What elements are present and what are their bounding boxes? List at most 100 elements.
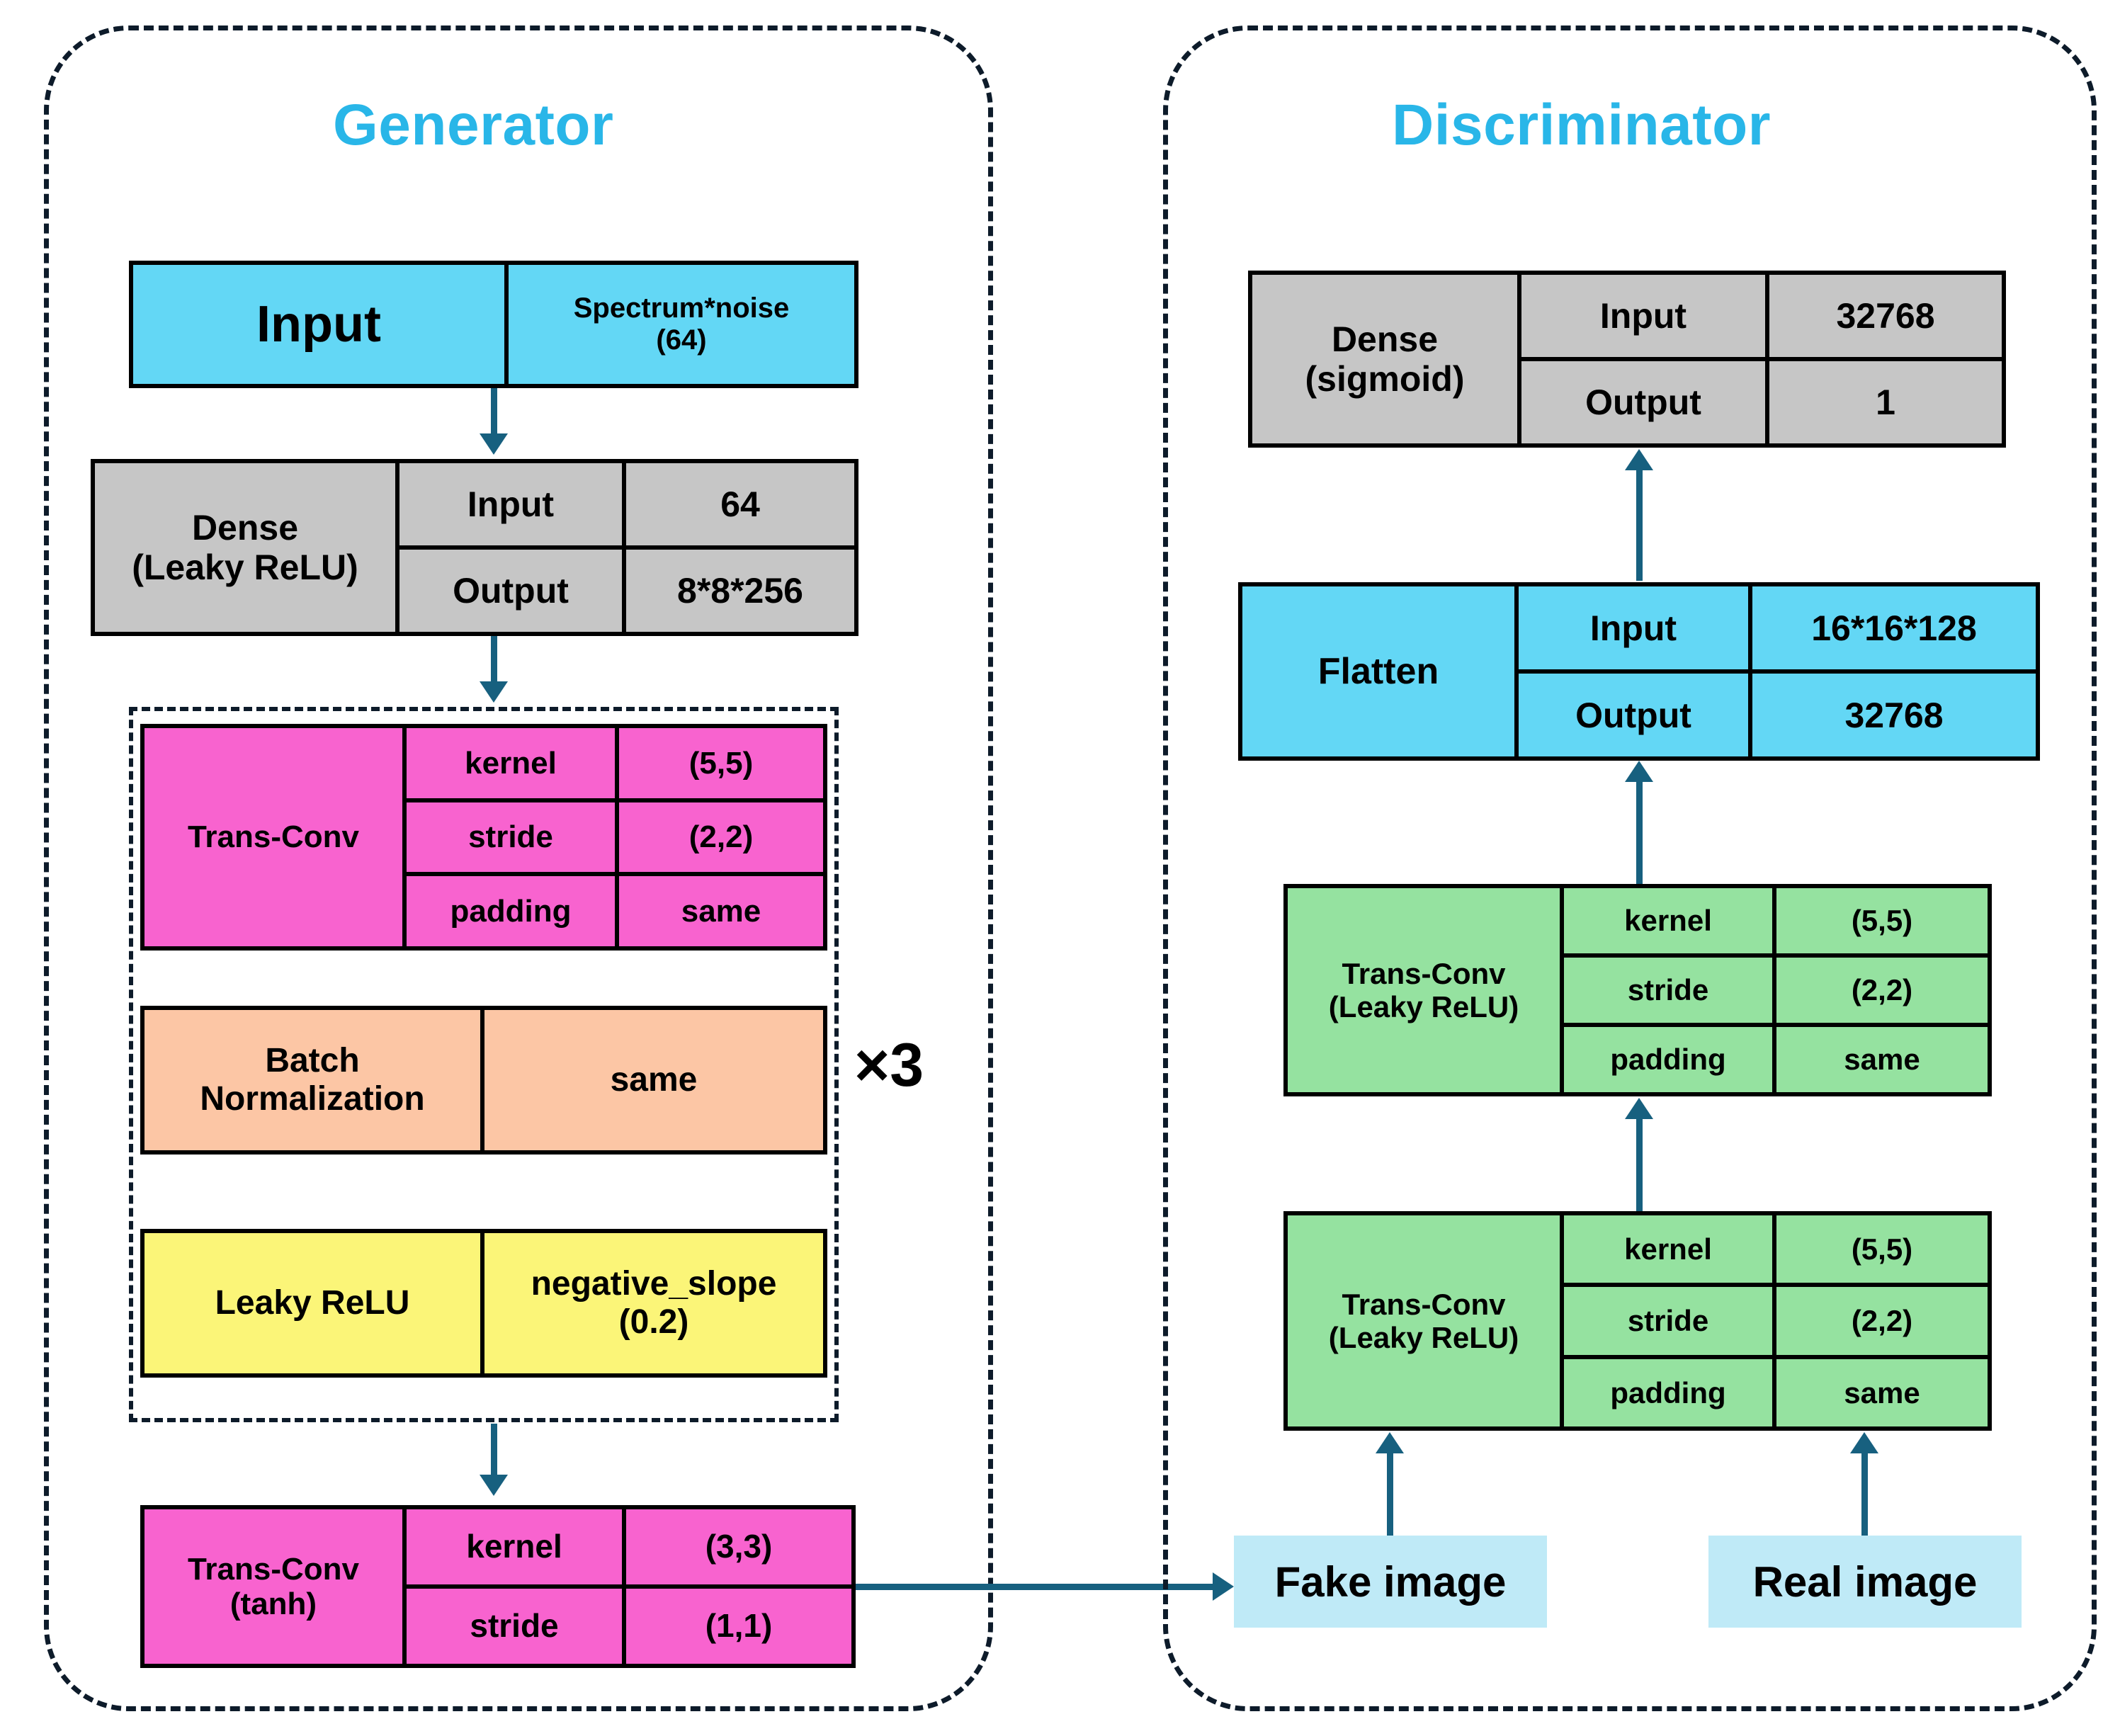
discriminator-trans-conv-2-label: Trans-Conv (Leaky ReLU) (1288, 1215, 1564, 1426)
generator-title: Generator (333, 93, 614, 157)
generator-input-rows: Spectrum*noise (64) (509, 265, 854, 384)
table-row: padding same (1564, 1358, 1988, 1426)
table-row: stride (1,1) (407, 1589, 851, 1664)
table-row: kernel (5,5) (1564, 1215, 1988, 1288)
table-row: kernel (5,5) (1564, 888, 1988, 958)
arrow-head-up-icon (1625, 1098, 1653, 1119)
generator-dense-block: Dense (Leaky ReLU) Input 64 Output 8*8*2… (91, 459, 858, 636)
discriminator-trans-conv-1-label-line1: Trans-Conv (1342, 956, 1506, 990)
table-row: Output 1 (1521, 361, 2002, 443)
table-row: kernel (3,3) (407, 1509, 851, 1589)
row-value: (5,5) (1776, 888, 1988, 953)
generator-batch-norm-rows: same (484, 1010, 823, 1150)
discriminator-dense-label: Dense (sigmoid) (1252, 275, 1521, 443)
row-key: kernel (407, 728, 619, 798)
generator-dense-label-line2: (Leaky ReLU) (132, 548, 358, 587)
generator-leaky-relu-label: Leaky ReLU (144, 1233, 484, 1373)
row-key: Input (1521, 275, 1769, 357)
generator-dense-label: Dense (Leaky ReLU) (95, 463, 399, 632)
generator-leaky-relu-block: Leaky ReLU negative_slope (0.2) (140, 1229, 827, 1378)
generator-input-label: Input (133, 265, 509, 384)
table-row: Input 32768 (1521, 275, 2002, 361)
row-key: stride (407, 1589, 626, 1664)
row-value: same (1776, 1027, 1988, 1092)
arrow-line (491, 636, 497, 686)
arrow-head-down-icon (480, 1475, 508, 1496)
discriminator-dense-label-line1: Dense (1331, 319, 1439, 359)
generator-leaky-relu-value: negative_slope (0.2) (484, 1233, 823, 1373)
row-key: Output (1521, 361, 1769, 443)
row-key: stride (1564, 958, 1776, 1023)
table-row: Output 8*8*256 (399, 550, 854, 632)
discriminator-flatten-rows: Input 16*16*128 Output 32768 (1519, 586, 2036, 756)
arrow-head-down-icon (480, 433, 508, 455)
table-row: stride (2,2) (1564, 1287, 1988, 1359)
row-value: 16*16*128 (1752, 586, 2036, 669)
discriminator-trans-conv-1-rows: kernel (5,5) stride (2,2) padding same (1564, 888, 1988, 1092)
table-row: Output 32768 (1519, 674, 2036, 756)
arrow-line (491, 388, 497, 439)
table-row: Input 16*16*128 (1519, 586, 2036, 674)
generator-input-block: Input Spectrum*noise (64) (129, 261, 858, 388)
row-value: (2,2) (1776, 958, 1988, 1023)
generator-batch-norm-label-line1: Batch (265, 1042, 360, 1080)
arrow-head-up-icon (1625, 761, 1653, 782)
generator-input-value-line2: (64) (656, 324, 707, 356)
row-key: Output (399, 550, 626, 632)
generator-dense-rows: Input 64 Output 8*8*256 (399, 463, 854, 632)
generator-batch-norm-label: Batch Normalization (144, 1010, 484, 1150)
row-key: kernel (1564, 888, 1776, 953)
discriminator-title: Discriminator (1392, 93, 1772, 157)
discriminator-trans-conv-2-block: Trans-Conv (Leaky ReLU) kernel (5,5) str… (1283, 1211, 1992, 1431)
arrow-line (1636, 1116, 1643, 1213)
arrow-head-up-icon (1625, 449, 1653, 470)
generator-dense-label-line1: Dense (191, 508, 299, 548)
discriminator-flatten-block: Flatten Input 16*16*128 Output 32768 (1238, 582, 2040, 761)
arrow-line (1636, 467, 1643, 581)
row-value: 64 (626, 463, 854, 545)
generator-batch-norm-label-line2: Normalization (200, 1080, 425, 1118)
row-value: 32768 (1769, 275, 2002, 357)
arrow-head-down-icon (480, 681, 508, 703)
row-key: padding (1564, 1358, 1776, 1426)
discriminator-dense-rows: Input 32768 Output 1 (1521, 275, 2002, 443)
generator-leaky-relu-rows: negative_slope (0.2) (484, 1233, 823, 1373)
generator-trans-conv-tanh-block: Trans-Conv (tanh) kernel (3,3) stride (1… (140, 1505, 856, 1668)
row-key: kernel (407, 1509, 626, 1584)
row-value: same (1776, 1358, 1988, 1426)
row-value: (3,3) (626, 1509, 851, 1584)
generator-batch-norm-block: Batch Normalization same (140, 1006, 827, 1155)
row-value: (2,2) (619, 802, 823, 873)
row-value: 8*8*256 (626, 550, 854, 632)
arrow-line (1636, 779, 1643, 885)
row-value: 32768 (1752, 674, 2036, 756)
generator-leaky-relu-value-line2: (0.2) (618, 1303, 689, 1341)
table-row: padding same (407, 876, 823, 947)
discriminator-panel (1163, 25, 2097, 1711)
generator-input-value-line1: Spectrum*noise (573, 293, 790, 324)
row-key: Input (399, 463, 626, 545)
arrow-head-up-icon (1376, 1432, 1404, 1453)
arrow-head-up-icon (1850, 1432, 1878, 1453)
arrow-line (1861, 1451, 1868, 1537)
table-row: kernel (5,5) (407, 728, 823, 802)
arrow-line (1387, 1451, 1393, 1537)
arrow-line (856, 1584, 1217, 1590)
row-value: (1,1) (626, 1589, 851, 1664)
row-key: Input (1519, 586, 1752, 669)
generator-panel (44, 25, 993, 1711)
table-row: stride (2,2) (1564, 958, 1988, 1027)
fake-image-box: Fake image (1234, 1536, 1547, 1628)
discriminator-trans-conv-2-label-line1: Trans-Conv (1342, 1287, 1506, 1321)
generator-repeat-group (129, 707, 839, 1422)
row-value: 1 (1769, 361, 2002, 443)
generator-leaky-relu-value-line1: negative_slope (531, 1265, 777, 1303)
table-row: stride (2,2) (407, 802, 823, 877)
generator-trans-conv-tanh-label-line1: Trans-Conv (187, 1551, 360, 1587)
row-key: kernel (1564, 1215, 1776, 1283)
row-key: stride (407, 802, 619, 873)
generator-trans-conv-tanh-label-line2: (tanh) (229, 1587, 317, 1621)
discriminator-trans-conv-2-rows: kernel (5,5) stride (2,2) padding same (1564, 1215, 1988, 1426)
row-key: padding (407, 876, 619, 947)
discriminator-dense-block: Dense (sigmoid) Input 32768 Output 1 (1248, 271, 2006, 448)
